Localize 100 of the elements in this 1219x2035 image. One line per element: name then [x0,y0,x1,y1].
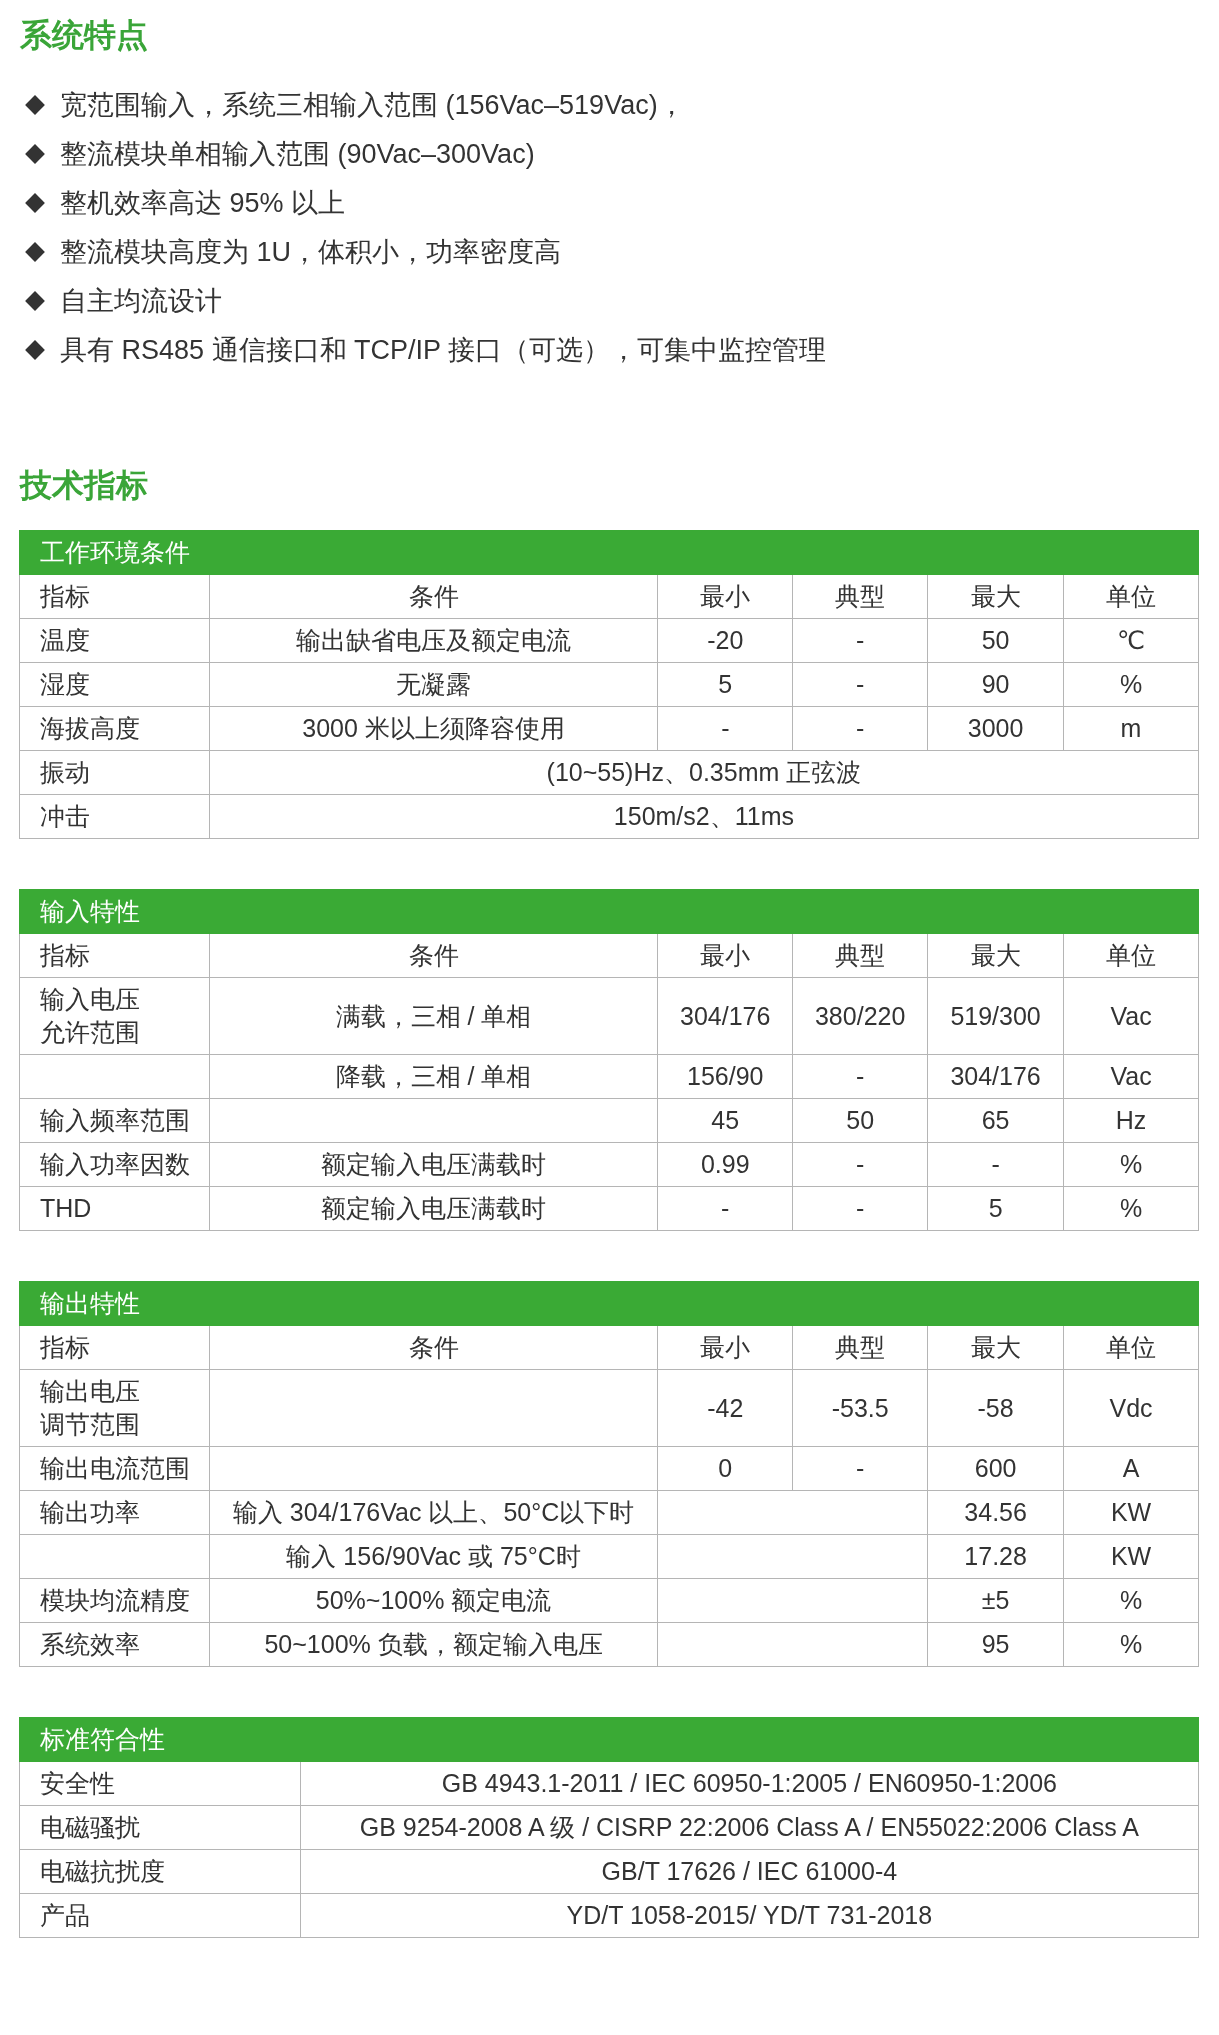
column-header: 最小 [657,1325,793,1370]
table-value: % [1063,1186,1199,1231]
table-value: KW [1063,1534,1199,1579]
table-value: 无凝露 [209,662,658,707]
table-title: 工作环境条件 [19,530,1199,575]
table-value: - [927,1142,1064,1187]
table-value: (10~55)Hz、0.35mm 正弦波 [209,750,1199,795]
table-value: 输出缺省电压及额定电流 [209,618,658,663]
bullet-text: 具有 RS485 通信接口和 TCP/IP 接口（可选），可集中监控管理 [60,333,827,367]
table-value: 17.28 [927,1534,1064,1579]
table-value: - [657,706,793,751]
table-value: 50~100% 负载，额定输入电压 [209,1622,658,1667]
table-value: KW [1063,1490,1199,1535]
bullet-text: 宽范围输入，系统三相输入范围 (156Vac–519Vac)， [60,88,685,122]
row-label: 输入频率范围 [19,1098,210,1143]
row-label: 冲击 [19,794,210,839]
table-value: 输入 156/90Vac 或 75°C时 [209,1534,658,1579]
table-value: 45 [657,1098,793,1143]
table-value: 输入 304/176Vac 以上、50°C以下时 [209,1490,658,1535]
row-label: 安全性 [19,1761,301,1806]
table-value: - [792,1186,928,1231]
table-value: 380/220 [792,977,928,1055]
table-value: 90 [927,662,1064,707]
row-label: 输出电流范围 [19,1446,210,1491]
bullet-text: 整机效率高达 95% 以上 [60,186,346,220]
table-value: 0.99 [657,1142,793,1187]
table-title: 输出特性 [19,1281,1199,1326]
column-header: 最大 [927,933,1064,978]
table-value: YD/T 1058-2015/ YD/T 731-2018 [300,1893,1199,1938]
table-value: 5 [927,1186,1064,1231]
row-label: 输出电压调节范围 [19,1369,210,1447]
column-header: 指标 [19,574,210,619]
table-value: 50 [927,618,1064,663]
table-value: - [792,662,928,707]
table-value: 3000 [927,706,1064,751]
column-header: 典型 [792,574,928,619]
table-value: - [792,706,928,751]
table-value: GB 9254-2008 A 级 / CISRP 22:2006 Class A / EN55022:2006 Class A [300,1805,1199,1850]
table-value: 65 [927,1098,1064,1143]
row-label: THD [19,1186,210,1231]
table-value: % [1063,1578,1199,1623]
table-value: m [1063,706,1199,751]
row-label: 电磁抗扰度 [19,1849,301,1894]
bullet-text: 整流模块高度为 1U，体积小，功率密度高 [60,235,562,269]
table-value: 304/176 [657,977,793,1055]
table-value: 5 [657,662,793,707]
table-value: ±5 [927,1578,1064,1623]
table-value: Vac [1063,977,1199,1055]
column-header: 最小 [657,933,793,978]
table-value: A [1063,1446,1199,1491]
column-header: 指标 [19,1325,210,1370]
table-value: -42 [657,1369,793,1447]
table-value: 519/300 [927,977,1064,1055]
column-header: 条件 [209,933,658,978]
table-value: -20 [657,618,793,663]
table-value: - [792,1446,928,1491]
table-value: 50%~100% 额定电流 [209,1578,658,1623]
table-value: -53.5 [792,1369,928,1447]
table-value: % [1063,1622,1199,1667]
column-header: 单位 [1063,1325,1199,1370]
bullet-text: 整流模块单相输入范围 (90Vac–300Vac) [60,137,535,171]
table-value: 额定输入电压满载时 [209,1142,658,1187]
table-value: 34.56 [927,1490,1064,1535]
table-value: % [1063,662,1199,707]
table-value: - [657,1186,793,1231]
row-label: 产品 [19,1893,301,1938]
table-value: 降载，三相 / 单相 [209,1054,658,1099]
table-value: 0 [657,1446,793,1491]
section-heading: 系统特点 [20,16,148,55]
column-header: 指标 [19,933,210,978]
table-value: 95 [927,1622,1064,1667]
column-header: 条件 [209,574,658,619]
table-value: Hz [1063,1098,1199,1143]
column-header: 典型 [792,1325,928,1370]
row-label: 系统效率 [19,1622,210,1667]
table-value: -58 [927,1369,1064,1447]
table-value: 150m/s2、11ms [209,794,1199,839]
column-header: 单位 [1063,574,1199,619]
table-value: 额定输入电压满载时 [209,1186,658,1231]
column-header: 最小 [657,574,793,619]
column-header: 条件 [209,1325,658,1370]
column-header: 最大 [927,1325,1064,1370]
column-header: 典型 [792,933,928,978]
table-value: - [792,1142,928,1187]
table-value: 满载，三相 / 单相 [209,977,658,1055]
row-label: 振动 [19,750,210,795]
row-label: 输入功率因数 [19,1142,210,1187]
section-heading: 技术指标 [20,466,148,505]
row-label: 温度 [19,618,210,663]
table-value: % [1063,1142,1199,1187]
table-value: - [792,618,928,663]
table-value: 600 [927,1446,1064,1491]
row-label: 湿度 [19,662,210,707]
table-value: GB 4943.1-2011 / IEC 60950-1:2005 / EN60950-1:2006 [300,1761,1199,1806]
column-header: 单位 [1063,933,1199,978]
bullet-text: 自主均流设计 [60,284,222,318]
table-value: ℃ [1063,618,1199,663]
table-value: GB/T 17626 / IEC 61000-4 [300,1849,1199,1894]
row-label: 海拔高度 [19,706,210,751]
row-label: 输出功率 [19,1490,210,1535]
